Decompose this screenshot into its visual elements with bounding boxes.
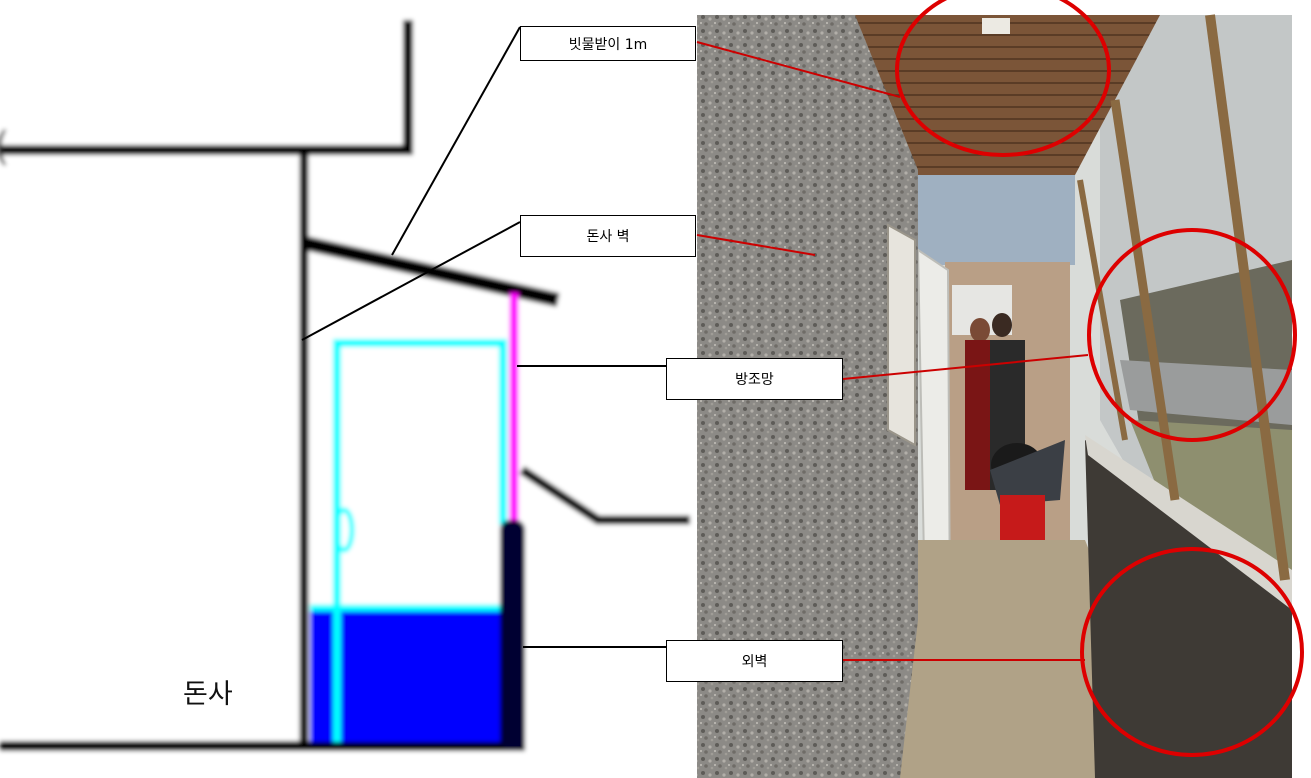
outer-wall-cap — [1085, 435, 1292, 610]
back-wall — [915, 175, 1075, 265]
callout-lines — [301, 26, 1089, 661]
outer-wall-post — [500, 520, 525, 750]
barn-label: 돈사 — [183, 679, 233, 710]
callout-barn-wall: 돈사 벽 — [520, 215, 696, 257]
callout-outer-wall: 외벽 — [666, 640, 843, 682]
leader-line-rain-gutter — [391, 26, 521, 256]
rain-gutter-bar — [303, 236, 560, 307]
wood-post — [1077, 179, 1128, 441]
upper-building-outline — [0, 20, 413, 155]
person-head — [970, 318, 990, 342]
water-fill — [310, 610, 510, 742]
highlight-circles — [895, 0, 1304, 757]
cyan-clip — [333, 507, 355, 553]
bracket-line — [519, 466, 690, 525]
wood-post — [1205, 14, 1290, 581]
wood-post — [1110, 99, 1180, 501]
red-line-insect-net — [842, 354, 1089, 380]
callout-rain-gutter: 빗물받이 1m — [520, 26, 696, 61]
highlight-circle-net — [1087, 228, 1297, 442]
highlight-circle-gutter — [895, 0, 1111, 157]
cropped-glyph: ( — [0, 124, 10, 170]
leader-line-barn-wall — [301, 221, 521, 341]
red-line-barn-wall — [696, 234, 816, 256]
schematic-diagram: ( — [0, 0, 695, 778]
wall-window — [887, 223, 916, 447]
ceiling-lamp — [982, 18, 1010, 34]
bending-person-torso — [990, 440, 1065, 505]
callout-insect-net: 방조망 — [666, 358, 843, 400]
red-line-rain-gutter — [696, 41, 901, 98]
person-head — [992, 313, 1012, 337]
outer-wall — [1085, 440, 1292, 778]
highlight-circle-wall — [1080, 547, 1304, 757]
